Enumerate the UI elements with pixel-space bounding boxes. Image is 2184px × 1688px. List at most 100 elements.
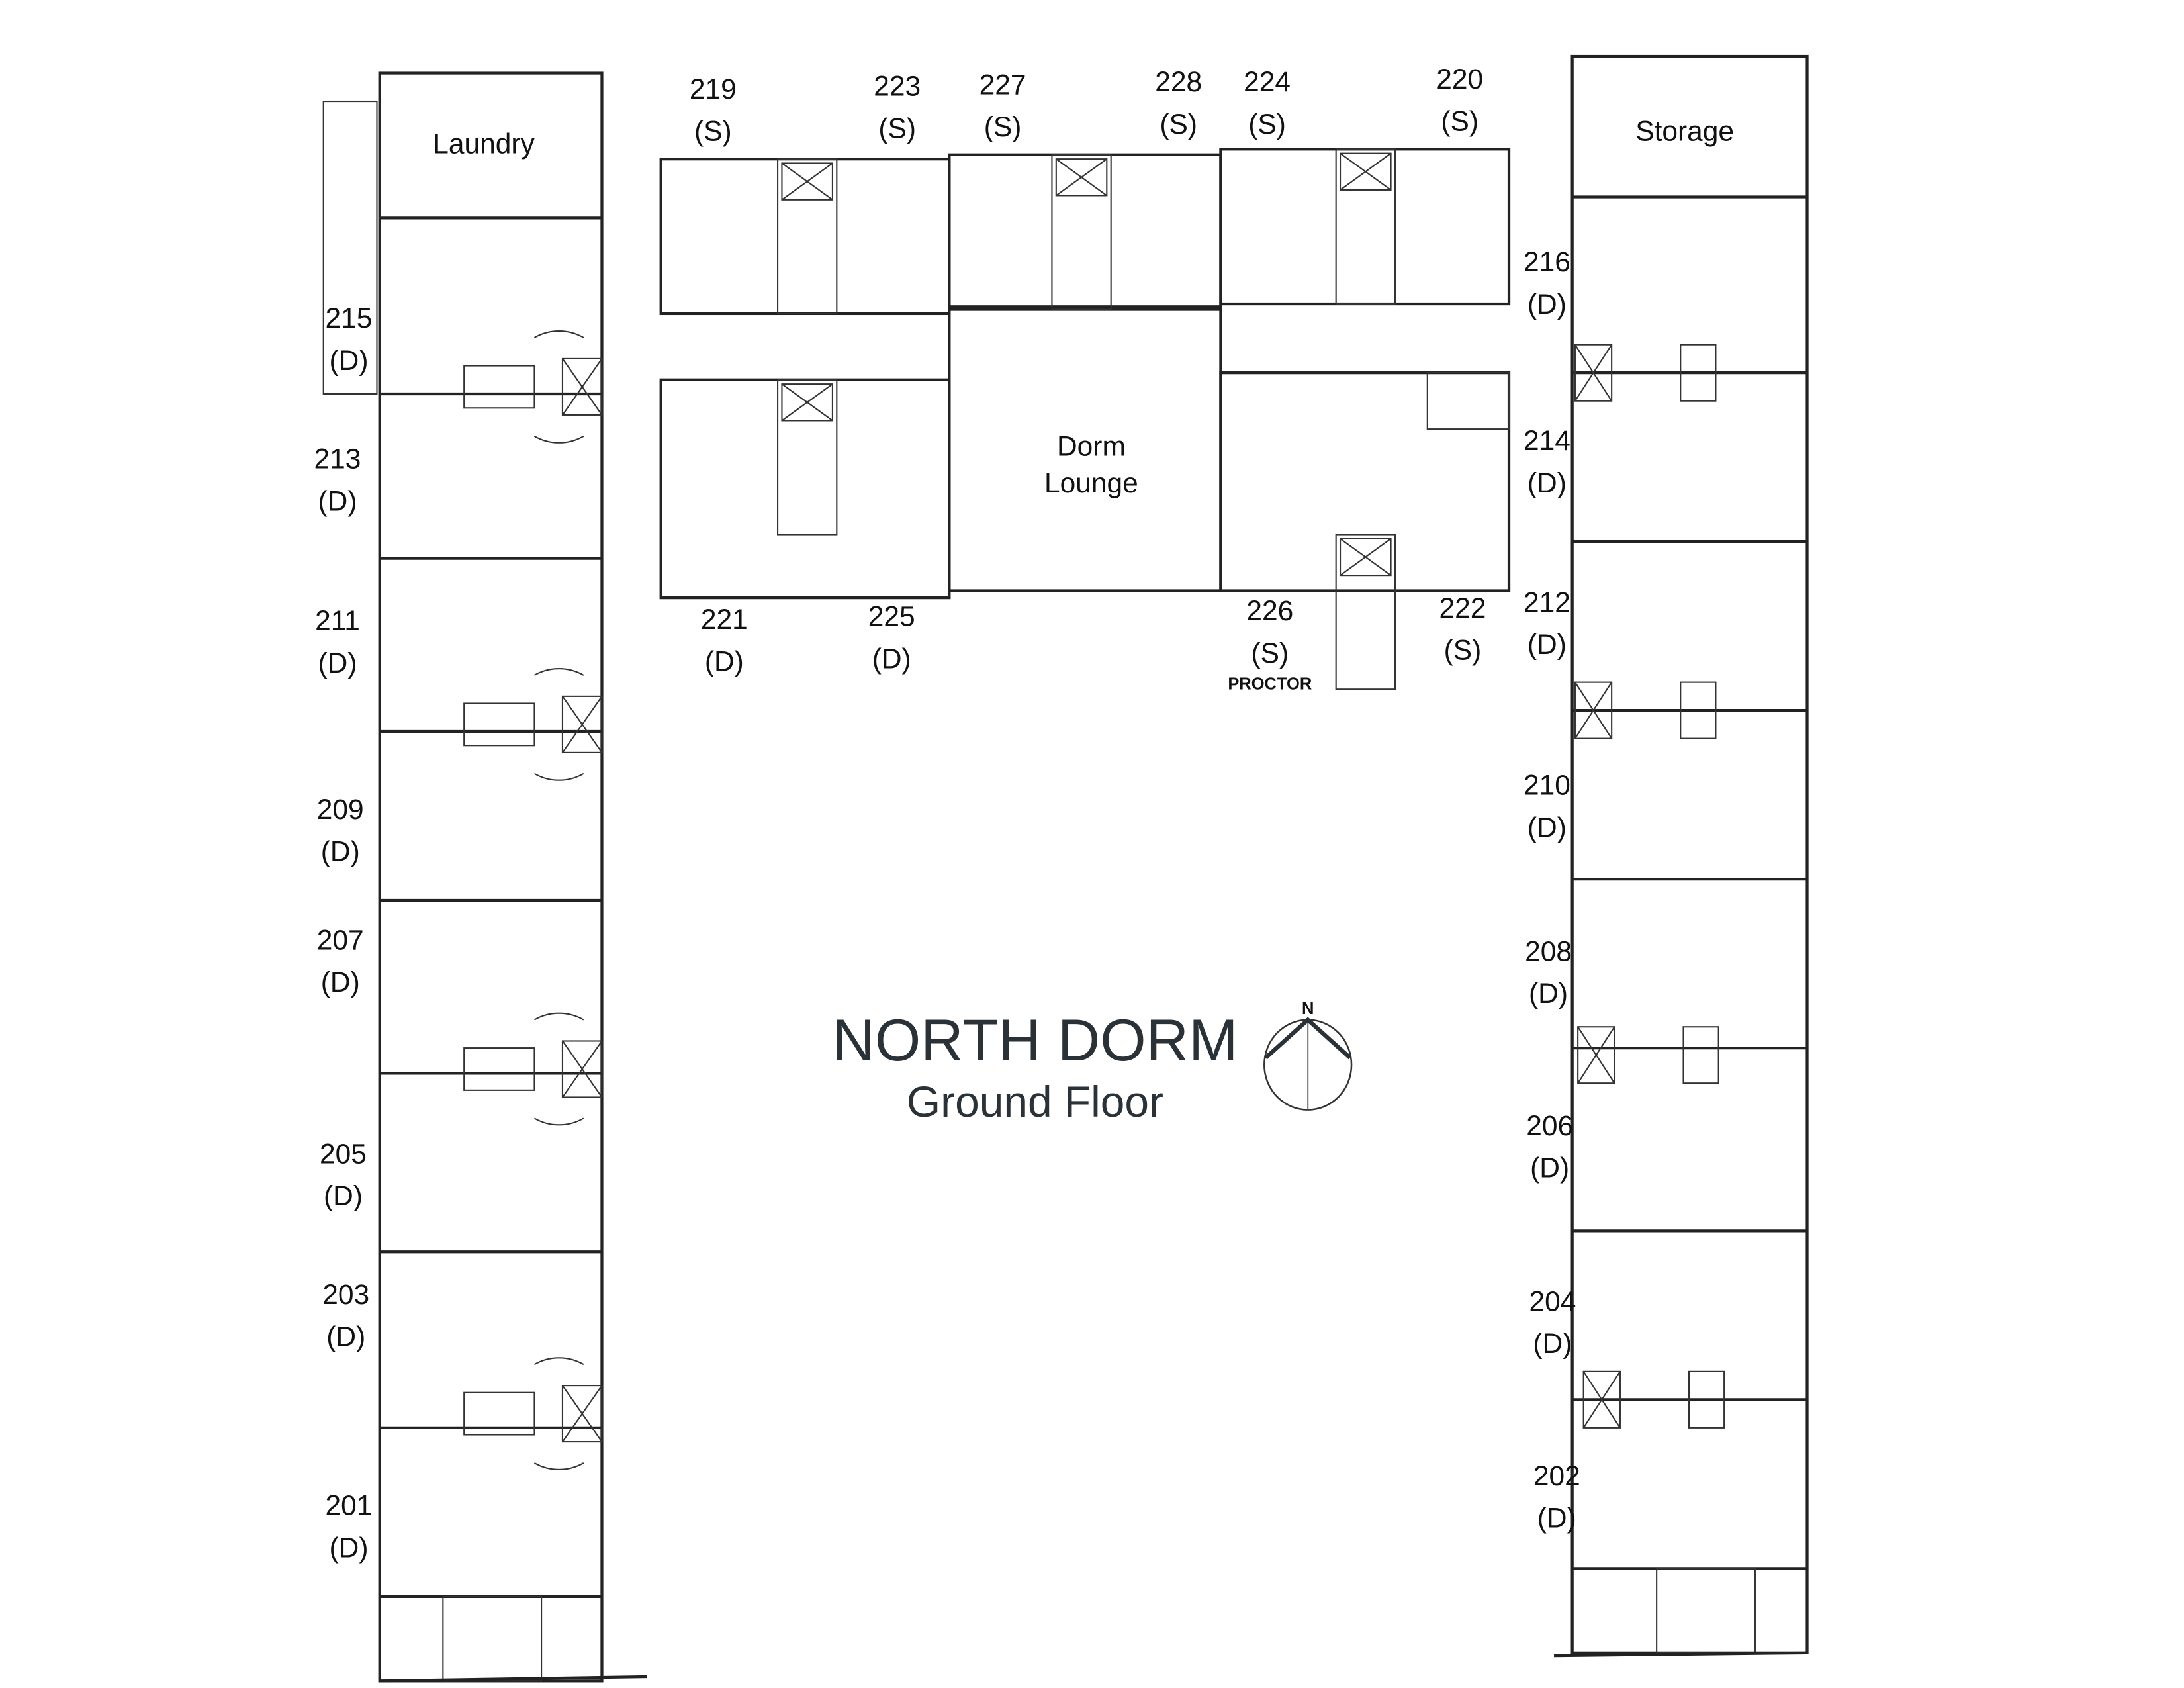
storage-label: Storage (1635, 117, 1734, 148)
room-type: (D) (321, 836, 360, 867)
room-number: 203 (322, 1280, 369, 1311)
room-type: (D) (326, 1322, 365, 1353)
room-type: (S) (1444, 635, 1482, 667)
room-223: 223 (S) (874, 71, 921, 145)
room-226: 226 (S) PROCTOR (1228, 596, 1312, 693)
room-type: (D) (1530, 1153, 1569, 1184)
room-number: 227 (979, 70, 1026, 101)
room-type: (D) (1533, 1329, 1572, 1360)
room-number: 224 (1244, 67, 1291, 98)
room-number: 208 (1525, 936, 1572, 967)
room-206: 206 (D) (1526, 1111, 1573, 1184)
room-number: 213 (314, 444, 361, 475)
bathroom-icon (777, 379, 838, 536)
room-204: 204 (D) (1529, 1286, 1576, 1360)
room-note: PROCTOR (1228, 675, 1312, 693)
room-208: 208 (D) (1525, 936, 1572, 1009)
room-201: 201 (D) (326, 1491, 373, 1564)
bathroom-icon (463, 1357, 603, 1470)
room-205: 205(D) (320, 1139, 367, 1212)
room-type: (D) (1527, 468, 1567, 499)
room-type: (S) (1160, 109, 1197, 140)
bottom-right-stairs (1656, 1568, 1756, 1654)
room-number: 222 (1439, 593, 1486, 624)
bathroom-icon (463, 668, 603, 781)
room-219: 219 (S) (690, 74, 737, 148)
room-210: 210(D) (1524, 771, 1570, 844)
room-227: 227 (S) (979, 70, 1026, 143)
room-type: (D) (329, 1532, 368, 1564)
center-stairs (1426, 372, 1510, 430)
plan-title: NORTH DORM (832, 1007, 1238, 1073)
room-number: 223 (874, 71, 921, 103)
room-221: 221(D) (701, 604, 748, 678)
room-224: 224 (S) (1244, 67, 1291, 140)
room-222: 222 (S) (1439, 593, 1486, 667)
room-number: 226 (1246, 596, 1293, 627)
room-number: 206 (1526, 1111, 1573, 1142)
room-220: 220(S) (1436, 64, 1483, 138)
bathroom-icon (1335, 534, 1396, 690)
lounge-label-1: Dorm (1057, 432, 1126, 463)
room-type: (S) (878, 113, 916, 144)
room-number: 210 (1524, 771, 1570, 802)
room-number: 212 (1524, 587, 1570, 618)
room-number: 202 (1533, 1461, 1580, 1492)
bathroom-icon (1582, 1370, 1725, 1429)
room-225: 225 (D) (868, 602, 915, 675)
center-block (659, 148, 1511, 690)
room-type: (D) (318, 648, 357, 679)
bathroom-icon (1574, 344, 1717, 402)
room-type: (D) (318, 486, 357, 517)
room-number: 205 (320, 1139, 367, 1170)
room-number: 209 (317, 794, 364, 825)
room-213: 213 (D) (314, 444, 361, 518)
room-214: 214(D) (1524, 426, 1570, 499)
room-207: 207 (D) (317, 925, 364, 998)
room-number: 225 (868, 602, 915, 633)
room-number: 207 (317, 925, 364, 956)
bathroom-icon (1577, 1026, 1719, 1084)
room-type: (D) (872, 643, 911, 675)
lounge-label-2: Lounge (1044, 468, 1138, 499)
bathroom-icon (777, 158, 838, 314)
room-type: (S) (1441, 107, 1479, 138)
room-number: 228 (1155, 67, 1202, 98)
room-number: 216 (1524, 247, 1570, 278)
room-215: 215 (D) (326, 303, 373, 377)
bottom-left-stairs (442, 1595, 543, 1682)
room-number: 204 (1529, 1286, 1576, 1317)
bathroom-icon (1335, 148, 1396, 305)
bathroom-icon (463, 1012, 603, 1126)
room-number: 219 (690, 74, 737, 105)
compass-north-label: N (1302, 1000, 1314, 1018)
left-stairs (322, 100, 378, 395)
room-type: (S) (1248, 109, 1286, 140)
room-203: 203 (D) (322, 1280, 369, 1353)
room-type: (S) (694, 117, 732, 148)
bathroom-icon (463, 330, 603, 444)
room-type: (D) (329, 346, 368, 377)
room-202: 202 (D) (1533, 1461, 1580, 1534)
room-212: 212 (D) (1524, 587, 1570, 661)
room-type: (D) (321, 967, 360, 998)
north-compass-icon: N (1263, 1000, 1353, 1111)
bathroom-icon (1574, 681, 1717, 739)
room-216: 216 (D) (1524, 247, 1570, 320)
room-type: (D) (1527, 630, 1567, 661)
left-wing (322, 71, 647, 1683)
room-209: 209 (D) (317, 794, 364, 868)
room-type: (S) (1251, 638, 1289, 669)
room-type: (D) (1527, 289, 1567, 320)
bathroom-icon (1051, 154, 1112, 310)
room-type: (D) (1529, 978, 1568, 1009)
room-number: 215 (326, 303, 373, 334)
laundry-label: Laundry (433, 129, 535, 160)
room-number: 211 (315, 606, 360, 637)
room-228: 228 (S) (1155, 67, 1202, 140)
room-type: (S) (984, 112, 1022, 143)
room-number: 221 (701, 604, 748, 635)
room-type: (D) (1537, 1503, 1576, 1534)
room-number: 201 (326, 1491, 373, 1522)
